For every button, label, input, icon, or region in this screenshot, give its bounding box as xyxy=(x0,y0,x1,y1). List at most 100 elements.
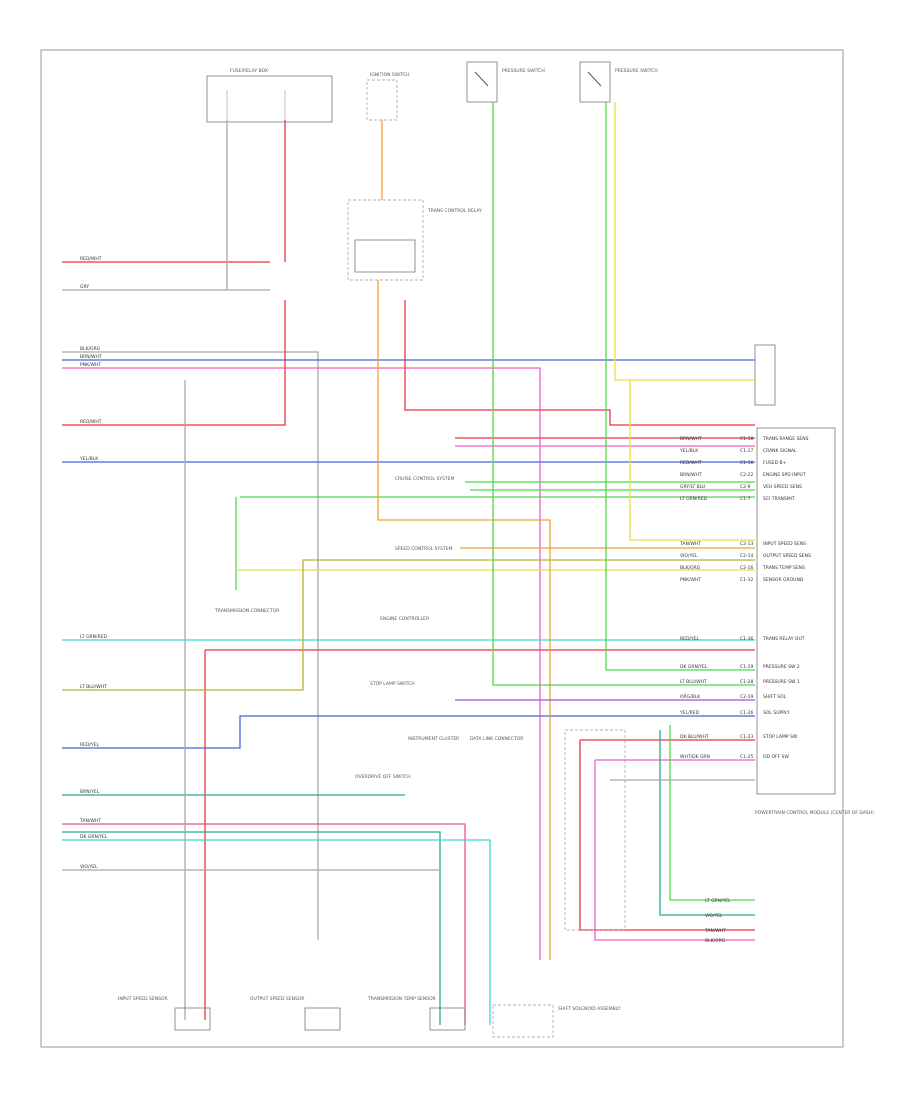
svg-text:ENGINE SPD INPUT: ENGINE SPD INPUT xyxy=(763,472,806,478)
engine-controller-label: ENGINE CONTROLLER xyxy=(380,616,429,622)
pressure-switch-a: PRESSURE SWITCH xyxy=(466,61,545,103)
instrument-cluster-label: INSTRUMENT CLUSTER xyxy=(408,736,459,742)
svg-text:PRESSURE SW 1: PRESSURE SW 1 xyxy=(763,679,800,685)
svg-text:CRANK SIGNAL: CRANK SIGNAL xyxy=(763,448,797,454)
wire-red-1 xyxy=(62,120,286,263)
wire-red-4 xyxy=(404,300,755,426)
wire-teal-3 xyxy=(659,730,755,916)
wire-red-3 xyxy=(204,649,755,1020)
svg-text:SHIFT SOL: SHIFT SOL xyxy=(763,694,787,700)
input-speed-sensor-box xyxy=(174,1007,211,1031)
wire-gray-4 xyxy=(184,380,755,1020)
wire-green-1 xyxy=(235,496,755,590)
trans-conn-label: TRANSMISSION CONNECTOR xyxy=(214,608,279,614)
wire-cyan-2 xyxy=(62,839,491,1025)
svg-text:GRY/LT BLU: GRY/LT BLU xyxy=(680,484,705,490)
wire-gray-1 xyxy=(62,120,270,291)
wire-gray-2 xyxy=(62,351,319,940)
svg-text:DK BLU/WHT: DK BLU/WHT xyxy=(680,734,709,740)
ignition-switch-label: IGNITION SWITCH xyxy=(370,72,410,78)
svg-text:C1-23: C1-23 xyxy=(740,734,753,740)
left-labels: RED/WHT GRY BLK/ORG BRN/WHT PNK/WHT RED/… xyxy=(79,256,108,870)
svg-text:C2-13: C2-13 xyxy=(740,541,753,547)
wire-blue-3 xyxy=(62,715,755,749)
wire-green-5 xyxy=(669,725,755,901)
wires xyxy=(62,102,755,1025)
pcm-title: POWERTRAIN CONTROL MODULE (CENTER OF DAS… xyxy=(755,810,874,816)
svg-text:C2-9: C2-9 xyxy=(740,484,751,490)
left-label-6: RED/WHT xyxy=(80,419,102,425)
trans-control-relay-label: TRANS CONTROL RELAY xyxy=(427,208,482,214)
pcm-pin-row: PNK/WHT C1-32 SENSOR GROUND xyxy=(680,577,804,583)
svg-text:DK GRN/YEL: DK GRN/YEL xyxy=(680,664,708,670)
shift-solenoid-box xyxy=(492,1004,554,1038)
diagram-frame xyxy=(40,49,844,1048)
svg-text:C1-25: C1-25 xyxy=(740,754,753,760)
bottom-pin-3: TAN/WHT xyxy=(704,928,726,934)
lower-right-connector: LT GRN/YEL VIO/YEL TAN/WHT BLK/ORG xyxy=(564,729,731,944)
pcm-pin-row: BLK/ORG C2-16 TRANS TEMP SENS xyxy=(680,565,805,571)
svg-text:RED/WHT: RED/WHT xyxy=(680,460,702,466)
svg-text:ORG/BLK: ORG/BLK xyxy=(680,694,701,700)
svg-text:C1-32: C1-32 xyxy=(740,577,753,583)
left-label-14: VIO/YEL xyxy=(80,864,98,870)
pressure-switch-b-label: PRESSURE SWITCH xyxy=(615,68,658,74)
left-label-10: RED/YEL xyxy=(80,742,100,748)
svg-text:C2-19: C2-19 xyxy=(740,694,753,700)
bottom-pin-1: LT GRN/YEL xyxy=(705,898,731,904)
output-speed-sensor-box xyxy=(304,1007,341,1031)
svg-text:TRANS TEMP SENS: TRANS TEMP SENS xyxy=(762,565,805,571)
svg-text:OD OFF SW: OD OFF SW xyxy=(763,754,789,760)
svg-text:C2-22: C2-22 xyxy=(740,472,753,478)
output-speed-sensor-label: OUTPUT SPEED SENSOR xyxy=(250,996,305,1002)
wire-green-4 xyxy=(605,102,755,671)
wire-yellow-2 xyxy=(614,102,755,541)
input-speed-sensor-label: INPUT SPEED SENSOR xyxy=(118,996,168,1002)
svg-text:LT BLU/WHT: LT BLU/WHT xyxy=(680,679,707,685)
svg-text:BRN/WHT: BRN/WHT xyxy=(680,436,702,442)
left-label-1: RED/WHT xyxy=(80,256,102,262)
left-label-9: LT BLU/WHT xyxy=(80,684,107,690)
svg-text:SOL SUPPLY: SOL SUPPLY xyxy=(763,710,790,716)
svg-text:SENSOR GROUND: SENSOR GROUND xyxy=(763,577,804,583)
svg-text:OUTPUT SPEED SENS: OUTPUT SPEED SENS xyxy=(763,553,811,559)
svg-text:BLK/ORG: BLK/ORG xyxy=(680,565,701,571)
speed-control-label: SPEED CONTROL SYSTEM xyxy=(395,546,453,552)
trans-control-relay: TRANS CONTROL RELAY xyxy=(347,199,482,281)
svg-text:STOP LAMP SW: STOP LAMP SW xyxy=(763,734,798,740)
pcm-pin-row: DK BLU/WHT C1-23 STOP LAMP SW xyxy=(680,734,798,740)
svg-text:BRN/WHT: BRN/WHT xyxy=(680,472,702,478)
overdrive-switch-label: OVERDRIVE OFF SWITCH xyxy=(355,774,411,780)
data-link-label: DATA LINK CONNECTOR xyxy=(470,736,523,742)
inline-labels: CRUISE CONTROL SYSTEM SPEED CONTROL SYST… xyxy=(214,476,523,780)
svg-text:PNK/WHT: PNK/WHT xyxy=(680,577,701,583)
trans-temp-sensor-box xyxy=(429,1007,466,1031)
svg-text:TRANS RANGE SENS: TRANS RANGE SENS xyxy=(762,436,809,442)
wire-orange-2 xyxy=(377,120,551,960)
svg-text:PRESSURE SW 2: PRESSURE SW 2 xyxy=(763,664,800,670)
svg-text:RED/YEL: RED/YEL xyxy=(680,636,700,642)
svg-text:C2-16: C2-16 xyxy=(740,565,753,571)
left-label-7: YEL/BLK xyxy=(79,456,99,462)
svg-text:SCI TRANSMIT: SCI TRANSMIT xyxy=(763,496,795,502)
wire-red-2 xyxy=(62,300,286,426)
bottom-pin-2: VIO/YEL xyxy=(705,913,723,919)
wire-green-3 xyxy=(492,102,755,686)
wire-green-2 xyxy=(465,481,755,491)
svg-text:LT GRN/RED: LT GRN/RED xyxy=(680,496,708,502)
wire-olive-1 xyxy=(62,559,755,691)
bottom-sensors: INPUT SPEED SENSOR OUTPUT SPEED SENSOR T… xyxy=(118,996,621,1038)
svg-text:C1-36: C1-36 xyxy=(740,636,753,642)
pcm-pin-row: ORG/BLK C2-19 SHIFT SOL xyxy=(680,694,787,700)
left-label-12: TAN/WHT xyxy=(79,818,101,824)
pressure-switch-a-label: PRESSURE SWITCH xyxy=(502,68,545,74)
bottom-pin-4: BLK/ORG xyxy=(705,938,726,944)
